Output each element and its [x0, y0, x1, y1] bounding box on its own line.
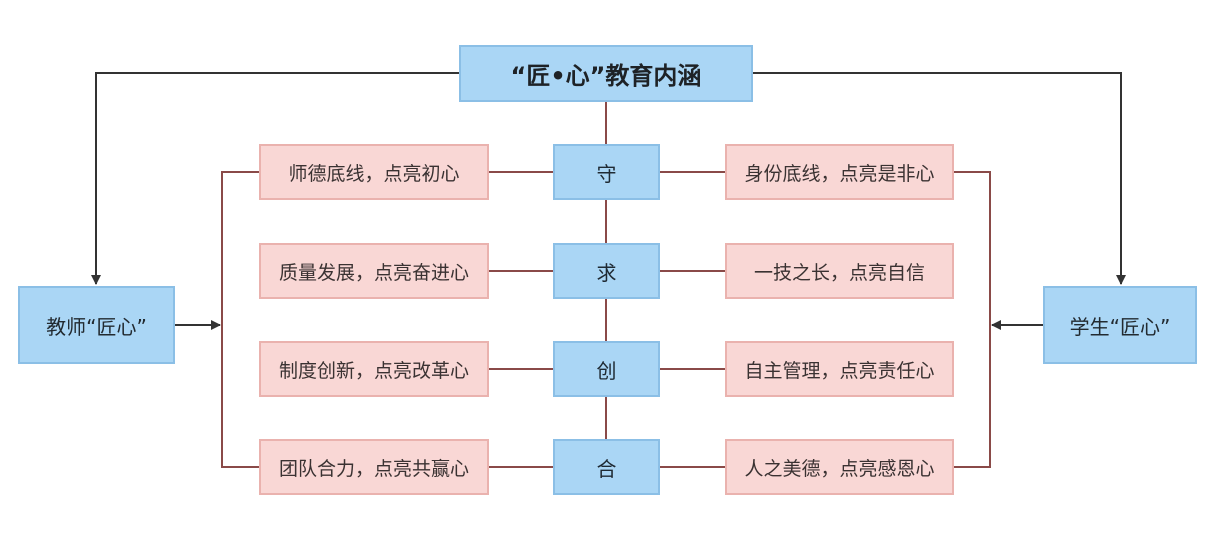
left-item: 质量发展，点亮奋进心 [259, 243, 489, 299]
right-item-text: 一技之长，点亮自信 [753, 261, 925, 284]
right-item-text: 身份底线，点亮是非心 [744, 162, 935, 185]
center-box: 合 [553, 439, 660, 495]
left-item: 制度创新，点亮改革心 [259, 341, 489, 397]
arrow-title-to-student [753, 72, 1126, 285]
right-bracket [954, 171, 991, 468]
right-item-text: 自主管理，点亮责任心 [744, 359, 935, 382]
center-text: 合 [596, 456, 617, 481]
left-item: 师德底线，点亮初心 [259, 144, 489, 200]
right-item: 人之美德，点亮感恩心 [725, 439, 954, 495]
center-box: 守 [553, 144, 660, 200]
teacher-text: 教师“匠心” [46, 314, 147, 339]
left-item-text: 团队合力，点亮共赢心 [278, 457, 469, 480]
left-item: 团队合力，点亮共赢心 [259, 439, 489, 495]
title-box: “匠•心”教育内涵 [459, 45, 753, 102]
center-box: 求 [553, 243, 660, 299]
center-text: 守 [596, 161, 617, 186]
center-box: 创 [553, 341, 660, 397]
right-item: 自主管理，点亮责任心 [725, 341, 954, 397]
right-item: 一技之长，点亮自信 [725, 243, 954, 299]
center-text: 创 [596, 358, 617, 383]
left-bracket [221, 171, 259, 468]
left-item-text: 师德底线，点亮初心 [288, 162, 460, 185]
left-item-text: 质量发展，点亮奋进心 [278, 261, 469, 284]
title-text: “匠•心”教育内涵 [510, 62, 702, 90]
teacher-box: 教师“匠心” [18, 286, 175, 364]
right-item-text: 人之美德，点亮感恩心 [744, 457, 935, 480]
right-item: 身份底线，点亮是非心 [725, 144, 954, 200]
student-box: 学生“匠心” [1043, 286, 1197, 364]
student-text: 学生“匠心” [1069, 314, 1171, 339]
center-text: 求 [596, 260, 617, 285]
arrow-title-to-teacher [91, 72, 459, 285]
left-item-text: 制度创新，点亮改革心 [278, 359, 469, 382]
